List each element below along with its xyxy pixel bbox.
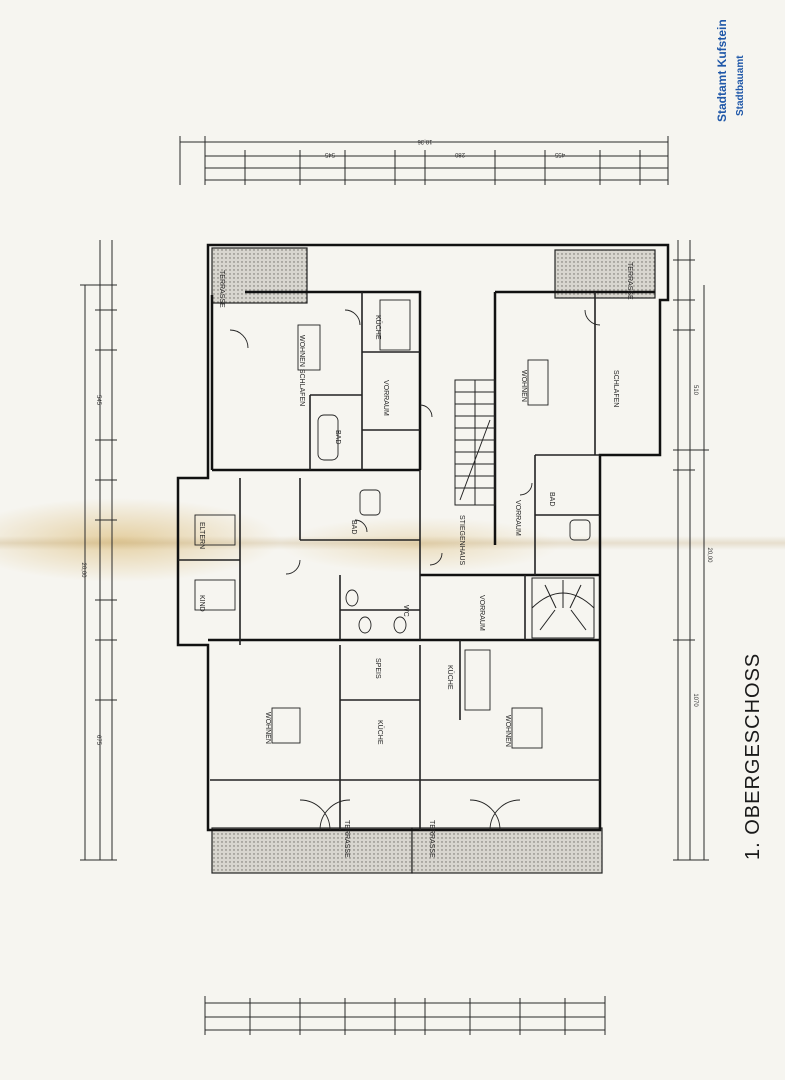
dim-top-1: 545: [324, 151, 335, 157]
bottom-dimension-chain: [204, 996, 606, 1035]
room-label-bad-mid: BAD: [350, 520, 357, 534]
room-label-eltern: ELTERN: [198, 522, 205, 549]
room-label-vorraum-nw: VORRAUM: [382, 380, 389, 416]
room-label-terrasse-nw: TERRASSE: [218, 270, 225, 308]
door-swings: [229, 309, 601, 831]
room-label-vorraum-mid: VORRAUM: [478, 595, 485, 631]
dim-total-width: 18,36: [417, 138, 433, 144]
room-label-kueche-sw: KÜCHE: [376, 720, 384, 745]
dim-right-2: 1070: [692, 693, 698, 707]
spiral-staircase: [531, 577, 595, 639]
terrace-sw: [211, 827, 413, 874]
top-dimension-chain: [179, 136, 669, 185]
room-label-wohnen-ne: WOHNEN: [520, 370, 527, 402]
room-label-terrasse-se: TERRASSE: [428, 820, 435, 858]
room-label-terrasse-ne: TERRASSE: [626, 262, 633, 300]
sanitary-fixtures: [317, 299, 591, 711]
dim-top-3: 455: [554, 151, 565, 157]
room-label-bad-nw: BAD: [334, 430, 341, 444]
staircase: [454, 379, 496, 506]
floor-title: 1. OBERGESCHOSS: [742, 652, 764, 860]
dim-left-1: 545: [95, 395, 101, 406]
room-label-wc: WC: [402, 605, 409, 617]
room-label-vorraum-ne: VORRAUM: [514, 500, 521, 536]
room-label-stiegenhaus: STIEGENHAUS: [458, 515, 465, 566]
room-label-wohnen-se: WOHNEN: [504, 715, 511, 747]
right-dimension-chain: [673, 240, 709, 861]
room-label-kueche-nw: KÜCHE: [374, 315, 382, 340]
room-label-speis: SPEIS: [374, 658, 381, 679]
terrace-se: [411, 827, 603, 874]
room-label-schlafen-ne: SCHLAFEN: [612, 370, 619, 407]
terrace-ne: [554, 249, 656, 299]
dim-total-right: 20,00: [706, 547, 712, 563]
dim-top-2: 280: [454, 151, 465, 157]
dim-right-1: 510: [692, 385, 698, 396]
exterior-walls: [176, 243, 670, 832]
dim-total-left: 20,00: [80, 562, 86, 578]
room-label-wohnen-sw: WOHNEN: [264, 712, 271, 744]
room-label-schlafen-nw: WOHNEN SCHLAFEN: [298, 335, 305, 406]
room-label-kueche-se: KÜCHE: [446, 665, 454, 690]
room-label-kind: KIND: [198, 595, 205, 612]
furniture: [194, 324, 549, 749]
dim-left-2: 675: [95, 735, 101, 746]
interior-walls: [178, 292, 600, 830]
room-label-bad-ne: BAD: [548, 492, 555, 506]
left-dimension-chain: [80, 240, 117, 861]
terrace-nw: [211, 247, 308, 304]
room-label-terrasse-sw: TERRASSE: [343, 820, 350, 858]
